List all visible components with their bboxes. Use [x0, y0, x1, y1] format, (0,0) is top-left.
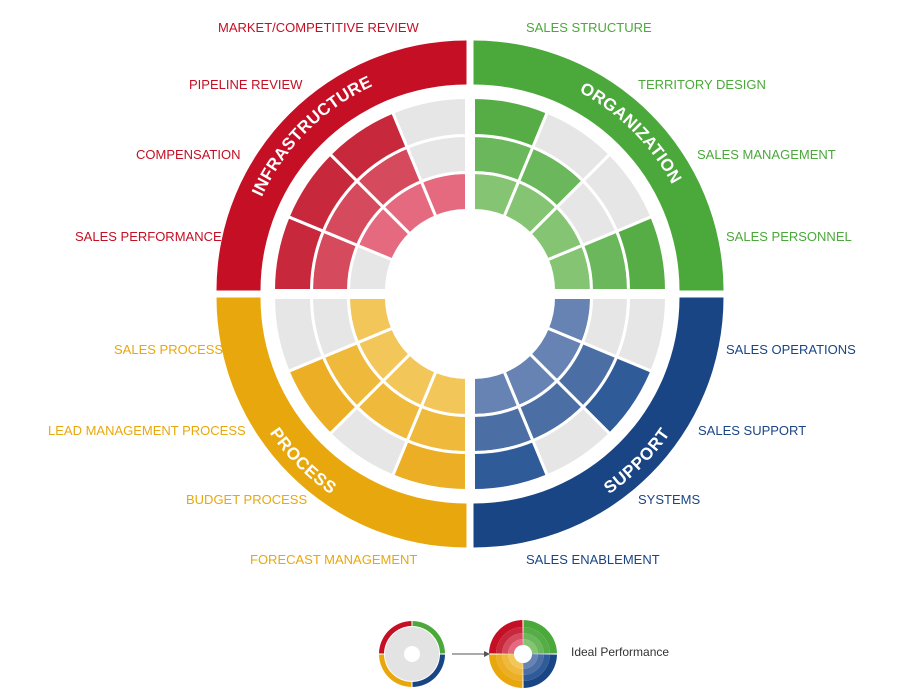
legend-ideal-ring-support-3 — [523, 654, 550, 681]
label-lead-management-process: LEAD MANAGEMENT PROCESS — [48, 423, 246, 438]
label-budget-process: BUDGET PROCESS — [186, 492, 308, 507]
legend-ideal-ring-organization-1 — [523, 639, 538, 654]
label-pipeline-review: PIPELINE REVIEW — [189, 77, 303, 92]
legend-ideal-band-support — [523, 654, 557, 688]
label-territory-design: TERRITORY DESIGN — [638, 77, 766, 92]
segment-sales-personnel-level-3 — [614, 214, 669, 292]
legend-ideal-ring-process-1 — [508, 654, 523, 669]
legend — [379, 620, 557, 688]
quadrant-support: SUPPORT — [472, 296, 724, 548]
segment-sales-performance-level-3 — [390, 95, 468, 150]
legend-ideal-ring-infrastructure-1 — [508, 639, 523, 654]
legend-ideal-band-infrastructure — [489, 620, 523, 654]
label-sales-support: SALES SUPPORT — [698, 423, 807, 438]
label-systems: SYSTEMS — [638, 492, 701, 507]
label-sales-process: SALES PROCESS — [114, 342, 224, 357]
legend-ideal-ring-organization-3 — [523, 627, 550, 654]
legend-current-band-support — [412, 654, 445, 687]
legend-ideal-band-process — [489, 654, 523, 688]
legend-arrow-head-icon — [484, 651, 490, 657]
legend-ideal-performance-label: Ideal Performance — [571, 645, 670, 659]
label-forecast-management: FORECAST MANAGEMENT — [250, 552, 418, 567]
legend-current-band-organization — [412, 621, 445, 654]
segment-sales-enablement-level-3 — [472, 438, 550, 493]
legend-ideal-band-organization — [523, 620, 557, 654]
legend-ideal-ring-organization-2 — [523, 633, 544, 654]
quadrant-organization: ORGANIZATION — [472, 40, 724, 292]
legend-ideal-ring-support-1 — [523, 654, 538, 669]
label-sales-structure: SALES STRUCTURE — [526, 20, 652, 35]
label-sales-operations: SALES OPERATIONS — [726, 342, 856, 357]
legend-ideal-ring-infrastructure-2 — [502, 633, 523, 654]
band-process — [216, 297, 467, 548]
label-sales-personnel: SALES PERSONNEL — [726, 229, 852, 244]
band-infrastructure — [216, 40, 467, 291]
legend-ideal-ring-process-3 — [496, 654, 523, 681]
legend-current-hole — [404, 646, 420, 662]
legend-ideal-ring-infrastructure-3 — [496, 627, 523, 654]
legend-ideal-ring-process-2 — [502, 654, 523, 675]
quadrant-infrastructure: INFRASTRUCTURE — [216, 40, 468, 292]
quadrant-process: PROCESS — [216, 296, 468, 548]
band-support — [473, 297, 724, 548]
legend-current-band-process — [379, 654, 412, 687]
label-compensation: COMPENSATION — [136, 147, 241, 162]
band-organization — [473, 40, 724, 291]
label-sales-management: SALES MANAGEMENT — [697, 147, 836, 162]
label-sales-enablement: SALES ENABLEMENT — [526, 552, 660, 567]
label-market-competitive-review: MARKET/COMPETITIVE REVIEW — [218, 20, 419, 35]
segment-forecast-management-level-3 — [271, 296, 326, 374]
legend-current-band-infrastructure — [379, 621, 412, 654]
legend-ideal-hole — [514, 645, 532, 663]
label-sales-performance: SALES PERFORMANCE — [75, 229, 222, 244]
legend-ideal-ring-support-2 — [523, 654, 544, 675]
